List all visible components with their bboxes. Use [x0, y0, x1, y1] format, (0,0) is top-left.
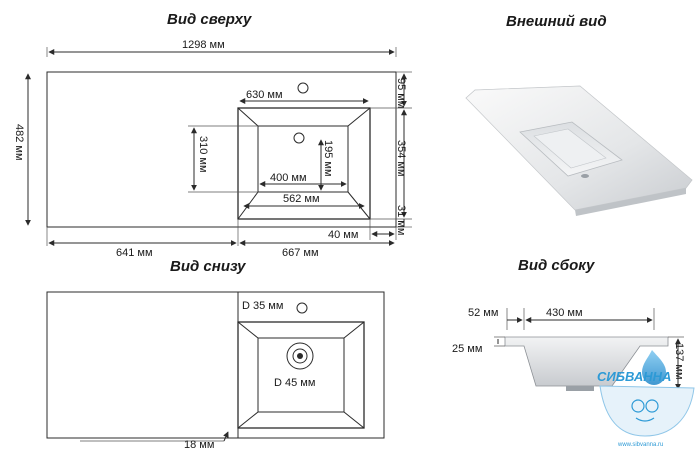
dim-edge: 18 мм — [184, 439, 214, 451]
bowl-inner — [257, 125, 349, 193]
title-exterior: Внешний вид — [506, 13, 607, 30]
title-side-view: Вид сбоку — [518, 257, 595, 274]
dim-rim-bottom: 31 мм — [395, 205, 407, 235]
dim-bowl-outer: 630 мм — [246, 89, 283, 101]
dim-bowl-floor: 400 мм — [270, 172, 307, 184]
brand-name: СИБВАННА — [597, 369, 671, 384]
bathtub-icon — [599, 385, 695, 437]
water-drop-icon — [642, 350, 666, 385]
tap-hole-bottom-icon — [296, 302, 308, 314]
brand-logo: СИБВАННА www.sibvanna.ru — [597, 350, 695, 448]
dim-bowl-depth: 195 мм — [322, 140, 334, 177]
top-view: Вид сверху 1298 мм 482 мм 630 мм 95 мм — [13, 11, 412, 259]
title-top-view: Вид сверху — [167, 11, 252, 28]
bowl-outer — [237, 107, 371, 220]
dim-bowl-inner-height: 310 мм — [197, 136, 209, 173]
dim-right-part: 667 мм — [282, 247, 319, 259]
countertop-bottom-outline — [46, 291, 385, 439]
dim-bowl-total: 354 мм — [395, 140, 407, 177]
drain-side — [566, 386, 594, 391]
dim-side-height: 137 мм — [673, 343, 685, 380]
bottom-view: Вид снизу D 35 мм D 45 мм 18 мм — [46, 258, 385, 451]
bowl-bottom-outer — [237, 321, 365, 429]
drain-outer-icon — [286, 342, 314, 370]
dim-side-bowl-len: 430 мм — [546, 307, 583, 319]
tap-hole-icon — [297, 82, 309, 94]
dim-bowl-opening: 562 мм — [283, 193, 320, 205]
dim-tap-hole: D 35 мм — [242, 300, 283, 312]
title-bottom-view: Вид снизу — [170, 258, 246, 275]
brand-site: www.sibvanna.ru — [617, 442, 663, 448]
dim-left-part: 641 мм — [116, 247, 153, 259]
dim-total-width: 1298 мм — [182, 39, 225, 51]
exterior-view: Внешний вид — [465, 13, 693, 216]
dim-side-rim: 52 мм — [468, 307, 498, 319]
dim-depth: 482 мм — [13, 124, 25, 161]
dim-side-thickness: 25 мм — [452, 343, 482, 355]
drain-hole-icon — [293, 132, 305, 144]
dim-rim-right: 40 мм — [328, 229, 358, 241]
dim-top-offset: 95 мм — [395, 78, 407, 108]
dim-drain-hole: D 45 мм — [274, 377, 315, 389]
countertop-outline — [46, 71, 397, 228]
